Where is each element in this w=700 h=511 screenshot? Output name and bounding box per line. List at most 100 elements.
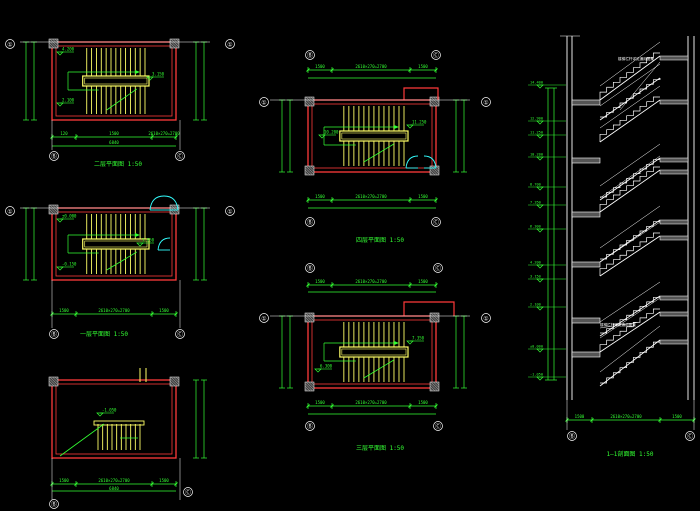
level-text: 3.150 xyxy=(530,275,541,279)
dimension-slash xyxy=(408,404,412,408)
hatch-line xyxy=(438,381,440,383)
axis-bubble-right-label: ① xyxy=(483,99,488,106)
hatch-line xyxy=(57,204,59,206)
hatch-line xyxy=(49,376,59,386)
axis-bubble-right-label: ① xyxy=(483,315,488,322)
section-1-1: 14.40012.90011.25010.2008.7007.3506.3004… xyxy=(528,35,696,458)
section-landing xyxy=(659,235,689,241)
axis-bubble-c-circle xyxy=(431,217,441,227)
dimension-slash xyxy=(330,404,334,408)
hatch-line xyxy=(429,388,433,392)
hatch-line xyxy=(429,103,433,107)
axis-bubble-right-circle xyxy=(225,39,235,49)
hatch-line xyxy=(304,172,308,176)
stair-wall-inner xyxy=(311,103,433,169)
section-floor-slab xyxy=(571,261,601,268)
section-step-profile xyxy=(600,296,661,334)
section-handrail xyxy=(599,221,661,263)
dimension-slash xyxy=(150,312,154,316)
note-leader xyxy=(599,321,641,329)
dimension-text: 1500 xyxy=(418,279,428,284)
axis-bubble-b-top-circle xyxy=(305,263,315,273)
section-flight-soffit xyxy=(599,339,661,387)
dimension-text: 2610×270=2700 xyxy=(355,279,387,284)
hatch-line xyxy=(433,165,440,172)
dimension-slash xyxy=(150,482,154,486)
dimension-text: 1500 xyxy=(59,478,69,483)
level-mark xyxy=(536,278,544,283)
section-floor-slab xyxy=(571,211,601,218)
dimension-text: 2610×270=2700 xyxy=(355,400,387,405)
hatch-line xyxy=(438,312,440,314)
hatch-line xyxy=(310,381,315,386)
hatch-line xyxy=(305,312,315,322)
section-flight-soffit xyxy=(599,311,661,353)
column-hatch xyxy=(169,38,180,49)
level-mark xyxy=(56,266,64,271)
level-text: 12.900 xyxy=(530,117,543,121)
dimension-slash xyxy=(408,283,412,287)
dimension-slash xyxy=(658,418,662,422)
hatch-line xyxy=(305,381,315,391)
axis-bubble-left-circle xyxy=(5,206,15,216)
dimension-slash xyxy=(408,68,412,72)
column-hatch xyxy=(304,96,315,107)
hatch-line xyxy=(49,204,59,214)
hatch-line xyxy=(48,42,55,49)
stair-well-inner xyxy=(341,132,407,140)
column-hatch xyxy=(169,376,180,387)
dimension-slash xyxy=(306,68,310,72)
hatch-line xyxy=(310,165,315,170)
hatch-line xyxy=(175,376,180,381)
hatch-line xyxy=(313,165,315,167)
dimension-text: 1500 xyxy=(159,478,169,483)
section-landing xyxy=(659,339,689,345)
level-text: 11.250 xyxy=(530,131,543,135)
axis-bubble-c-label: Ⓒ xyxy=(177,330,183,338)
section-step-profile xyxy=(599,232,660,276)
stair-well-rail xyxy=(82,238,150,250)
door-swing xyxy=(149,195,165,211)
level-text: 7.350 xyxy=(530,201,541,205)
hatch-line xyxy=(313,381,315,383)
column-hatch xyxy=(429,165,440,176)
stair-break-line xyxy=(106,251,137,271)
dimension-slash xyxy=(434,68,438,72)
axis-bubble-c-top-label: Ⓒ xyxy=(433,51,439,59)
level-text: 8.700 xyxy=(530,183,541,187)
dimension-slash xyxy=(434,283,438,287)
section-flight-soffit xyxy=(599,55,661,101)
dimension-text: 1500 xyxy=(159,308,169,313)
axis-bubble-b-top-circle xyxy=(305,50,315,60)
dimension-text: 2610×270=2700 xyxy=(355,194,387,199)
axis-bubble-b-circle xyxy=(305,217,315,227)
level-mark xyxy=(406,340,414,345)
level-mark xyxy=(536,264,544,269)
section-handrail xyxy=(599,143,661,187)
axis-bubble-c-label: Ⓒ xyxy=(185,488,191,496)
door-swing xyxy=(405,155,419,169)
dimension-text: 1500 xyxy=(315,194,325,199)
level-mark xyxy=(536,186,544,191)
section-step-profile xyxy=(599,52,660,100)
hatch-line xyxy=(429,167,438,176)
level-text: 6.300 xyxy=(530,225,541,229)
axis-bubble-b-top-label: Ⓑ xyxy=(307,51,313,59)
level-mark xyxy=(536,156,544,161)
axis-bubble-c-label: Ⓒ xyxy=(687,432,693,440)
hatch-line xyxy=(430,165,440,175)
axis-bubble-right-circle xyxy=(481,97,491,107)
dimension-slash xyxy=(330,198,334,202)
axis-bubble-left-label: ① xyxy=(261,315,266,322)
axis-bubble-b-label: Ⓑ xyxy=(51,330,57,338)
hatch-line xyxy=(178,376,180,378)
door-swing xyxy=(157,237,171,251)
dimension-slash xyxy=(174,135,178,139)
dimension-slash xyxy=(74,135,78,139)
stair-rail xyxy=(93,420,145,426)
level-text: 10.200 xyxy=(324,130,339,135)
column-hatch xyxy=(429,312,440,323)
